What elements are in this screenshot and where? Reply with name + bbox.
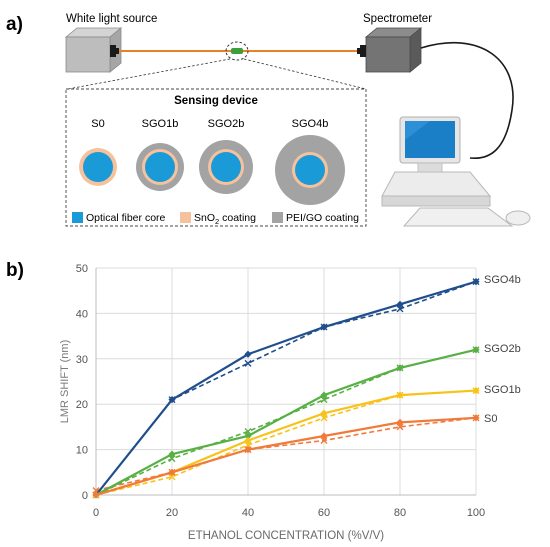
spectrometer-label: Spectrometer — [363, 13, 432, 25]
y-tick-label: 10 — [76, 445, 88, 457]
y-axis-label: LMR SHIFT (nm) — [59, 340, 71, 424]
x-tick-label: 20 — [166, 507, 178, 519]
fit-marker-s0 — [396, 423, 404, 431]
x-tick-label: 60 — [318, 507, 330, 519]
series-line-s0 — [95, 416, 477, 497]
sensing-device-title: Sensing device — [174, 95, 258, 107]
series-point-sgo2b — [472, 346, 480, 354]
x-tick-label: 80 — [394, 507, 406, 519]
sensing-device-box — [65, 88, 367, 227]
fit-marker-sgo2b — [320, 396, 328, 404]
y-tick-label: 40 — [76, 308, 88, 320]
sample-label-sgo4b: SGO4b — [292, 118, 329, 130]
x-tick-labels: 0 20 40 60 80 100 — [93, 507, 485, 519]
legend-swatch-sno2 — [180, 212, 191, 223]
zoom-line-right — [243, 58, 367, 90]
fit-marker-sgo4b — [396, 305, 404, 313]
y-tick-label: 50 — [76, 263, 88, 275]
legend-label-sno2: SnO2 coating — [194, 212, 256, 226]
series-line-sgo4b — [95, 280, 477, 496]
series-point-sgo2b — [168, 450, 176, 458]
fit-line-sgo1b — [95, 389, 477, 496]
zoom-line-left — [67, 58, 231, 90]
spectrometer-box — [357, 27, 423, 73]
series-point-sgo1b — [320, 409, 328, 417]
data-series — [92, 278, 480, 499]
series-point-s0 — [396, 418, 404, 426]
fit-marker-sgo1b — [320, 414, 328, 422]
sample-label-sgo2b: SGO2b — [208, 118, 245, 130]
legend-swatch-core — [72, 212, 83, 223]
panel-a: a) White light source Spectrometer — [6, 13, 531, 227]
series-point-s0 — [244, 446, 252, 454]
series-point-sgo1b — [396, 391, 404, 399]
panel-a-legend: Optical fiber core SnO2 coating PEI/GO c… — [72, 212, 359, 226]
series-point-s0 — [92, 491, 100, 499]
series-line-sgo2b — [95, 348, 477, 496]
series-label-sgo2b: SGO2b — [484, 343, 521, 355]
series-point-sgo2b — [320, 391, 328, 399]
legend-label-core: Optical fiber core — [86, 212, 166, 224]
legend-swatch-peigo — [272, 212, 283, 223]
cross-section-s0 — [79, 148, 117, 186]
fit-line-s0 — [95, 417, 477, 492]
series-point-sgo4b — [320, 323, 328, 331]
y-tick-label: 20 — [76, 399, 88, 411]
series-point-sgo1b — [244, 436, 252, 445]
fit-marker-sgo2b — [168, 455, 176, 463]
sample-label-sgo1b: SGO1b — [142, 118, 179, 130]
series-point-s0 — [320, 432, 328, 440]
computer-cable — [420, 42, 514, 159]
fit-marker-sgo2b — [244, 427, 252, 435]
series-label-s0: S0 — [484, 413, 497, 425]
series-point-sgo2b — [244, 432, 252, 440]
fit-line-sgo4b — [95, 280, 477, 496]
x-tick-label: 100 — [467, 507, 485, 519]
series-point-sgo1b — [472, 386, 480, 395]
chart-axes — [95, 268, 476, 496]
series-point-s0 — [168, 468, 176, 476]
cross-section-sgo4b — [275, 135, 345, 205]
y-tick-label: 30 — [76, 354, 88, 366]
series-label-sgo4b: SGO4b — [484, 274, 521, 286]
x-axis-label: ETHANOL CONCENTRATION (%V/V) — [188, 530, 384, 542]
computer-icon — [381, 116, 531, 227]
light-source-box — [64, 27, 123, 73]
cross-section-sgo2b — [199, 140, 253, 194]
x-tick-label: 0 — [93, 507, 99, 519]
y-tick-labels: 0 10 20 30 40 50 — [76, 263, 88, 502]
series-point-sgo4b — [244, 350, 252, 358]
series-point-sgo4b — [396, 300, 404, 308]
x-tick-label: 40 — [242, 507, 254, 519]
sensing-region — [231, 48, 243, 54]
series-point-sgo4b — [168, 396, 176, 404]
sample-label-s0: S0 — [91, 118, 104, 130]
series-point-sgo4b — [472, 278, 480, 286]
fit-marker-sgo4b — [244, 359, 252, 367]
light-source-label: White light source — [66, 13, 157, 25]
panel-a-label: a) — [6, 14, 23, 35]
series-point-s0 — [472, 414, 480, 422]
legend-label-peigo: PEI/GO coating — [286, 212, 359, 224]
series-point-sgo2b — [396, 364, 404, 372]
series-label-sgo1b: SGO1b — [484, 384, 521, 396]
panel-b-label: b) — [6, 260, 24, 281]
zoom-circle — [225, 41, 249, 61]
fit-marker-s0 — [320, 437, 328, 445]
y-tick-label: 0 — [82, 490, 88, 502]
cross-section-sgo1b — [136, 143, 184, 191]
